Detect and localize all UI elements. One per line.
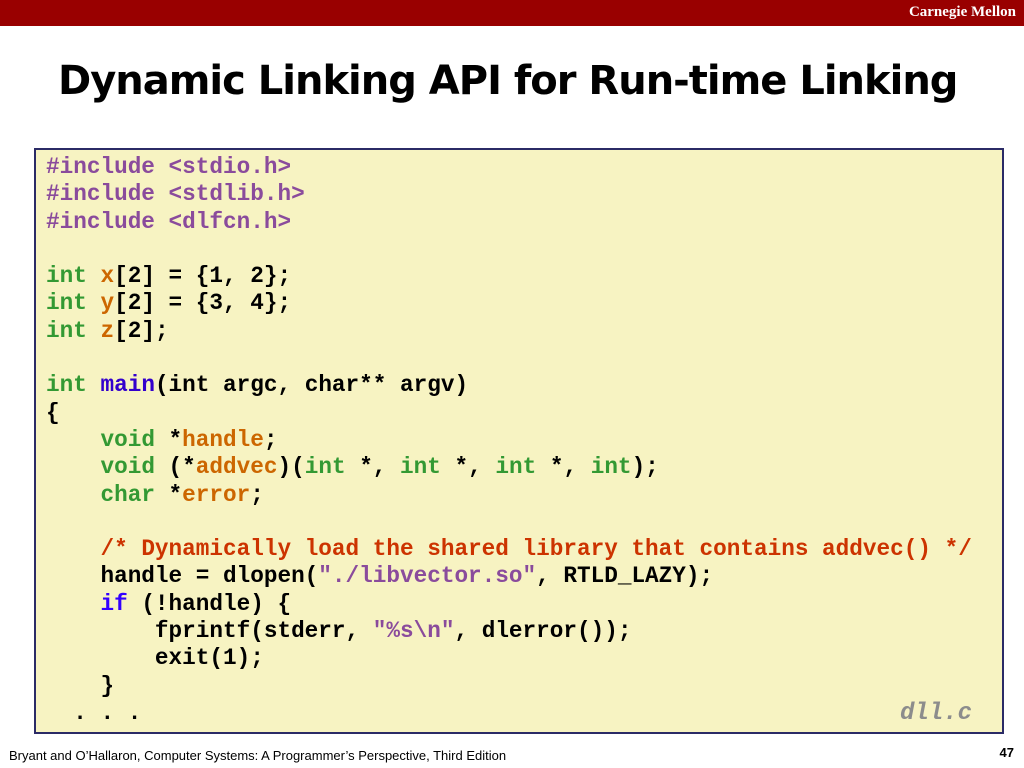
code-token-keyword: if [100,590,128,617]
code-token-plain: [2] = {3, 4}; [114,290,292,317]
code-token-type: int [46,290,101,317]
code-panel: #include <stdio.h>#include <stdlib.h>#in… [34,148,1004,734]
code-line: exit(1); [46,645,972,672]
code-token-preprocessor: #include [46,154,169,180]
code-line: int x[2] = {1, 2}; [46,263,972,290]
slide-title: Dynamic Linking API for Run-time Linking [58,58,958,104]
code-line: } [46,673,972,700]
code-token-plain [46,454,100,480]
code-token-plain: } [46,672,115,699]
code-token-plain: * [168,481,183,508]
code-listing: #include <stdio.h>#include <stdlib.h>#in… [46,154,972,727]
code-line: { [46,400,972,427]
code-line: char *error; [46,482,972,509]
code-token-type: int [46,317,101,344]
code-token-plain: exit(1); [46,645,264,672]
code-token-plain: (!handle) { [127,590,292,617]
code-token-plain: { [46,399,60,426]
code-token-variable: error [182,481,251,508]
code-token-plain: *, [359,454,401,481]
code-line: int z[2]; [46,318,972,345]
code-token-plain [46,536,100,562]
code-token-preprocessor: #include [46,181,169,208]
code-token-plain: , dlerror()); [454,618,632,645]
code-token-plain: [2] = {1, 2}; [114,263,292,290]
code-token-plain: fprintf(stderr, [46,618,373,645]
code-line: #include <dlfcn.h> [46,209,972,236]
code-token-type: int [495,454,550,481]
code-token-variable: z [100,317,115,344]
code-token-plain [46,482,100,508]
code-token-string: "./libvector.so" [318,563,537,590]
header-bar: Carnegie Mellon [0,0,1024,26]
code-line [46,345,972,372]
code-token-type: int [400,454,455,481]
page-number: 47 [999,745,1014,760]
code-token-string: "%s\n" [372,618,455,645]
code-token-plain: handle = dlopen( [46,563,319,590]
code-token-variable: x [100,263,115,290]
code-token-plain: *, [454,454,496,481]
code-token-type: void [100,454,169,481]
code-token-type: int [590,454,632,481]
brand-label: Carnegie Mellon [908,4,1016,20]
code-line: if (!handle) { [46,591,972,618]
code-token-plain: ); [631,454,659,481]
code-line: int main(int argc, char** argv) [46,372,972,399]
code-token-type: void [100,426,169,453]
code-token-plain: , RTLD_LAZY); [536,563,714,590]
code-token-plain: (int argc, char** argv) [154,372,469,399]
code-line: /* Dynamically load the shared library t… [46,536,972,563]
code-line: fprintf(stderr, "%s\n", dlerror()); [46,618,972,645]
code-token-preprocessor: <stdio.h> [168,154,292,180]
code-line: void (*addvec)(int *, int *, int *, int)… [46,454,972,481]
code-token-type: int [46,372,101,399]
code-token-plain: *, [549,454,591,481]
code-token-plain: . . . [46,699,142,726]
code-token-type: int [46,263,101,290]
code-line [46,236,972,263]
code-line: . . . [46,700,972,727]
code-line: #include <stdio.h> [46,154,972,181]
code-token-comment: /* Dynamically load the shared library t… [100,536,972,563]
footer-citation: Bryant and O’Hallaron, Computer Systems:… [9,748,507,763]
code-token-type: int [304,454,360,481]
code-line: handle = dlopen("./libvector.so", RTLD_L… [46,563,972,590]
code-token-preprocessor: <dlfcn.h> [168,208,292,235]
code-token-plain [46,591,100,617]
code-token-variable: addvec [195,454,278,481]
code-token-plain: )( [277,454,305,481]
code-token-plain: (* [168,454,196,481]
code-token-preprocessor: <stdlib.h> [168,181,305,208]
code-token-plain [46,427,100,453]
code-token-plain: ; [263,426,278,453]
code-line: #include <stdlib.h> [46,181,972,208]
code-token-plain: ; [250,481,264,508]
code-token-type: char [100,481,169,508]
code-token-plain: * [168,426,183,453]
code-token-variable: y [100,290,115,317]
code-token-preprocessor: #include [46,208,169,235]
code-line [46,509,972,536]
code-line: int y[2] = {3, 4}; [46,290,972,317]
code-token-plain: [2]; [114,317,169,344]
code-token-function: main [100,372,155,399]
code-token-variable: handle [182,426,264,453]
code-line: void *handle; [46,427,972,454]
file-name-label: dll.c [899,700,972,727]
